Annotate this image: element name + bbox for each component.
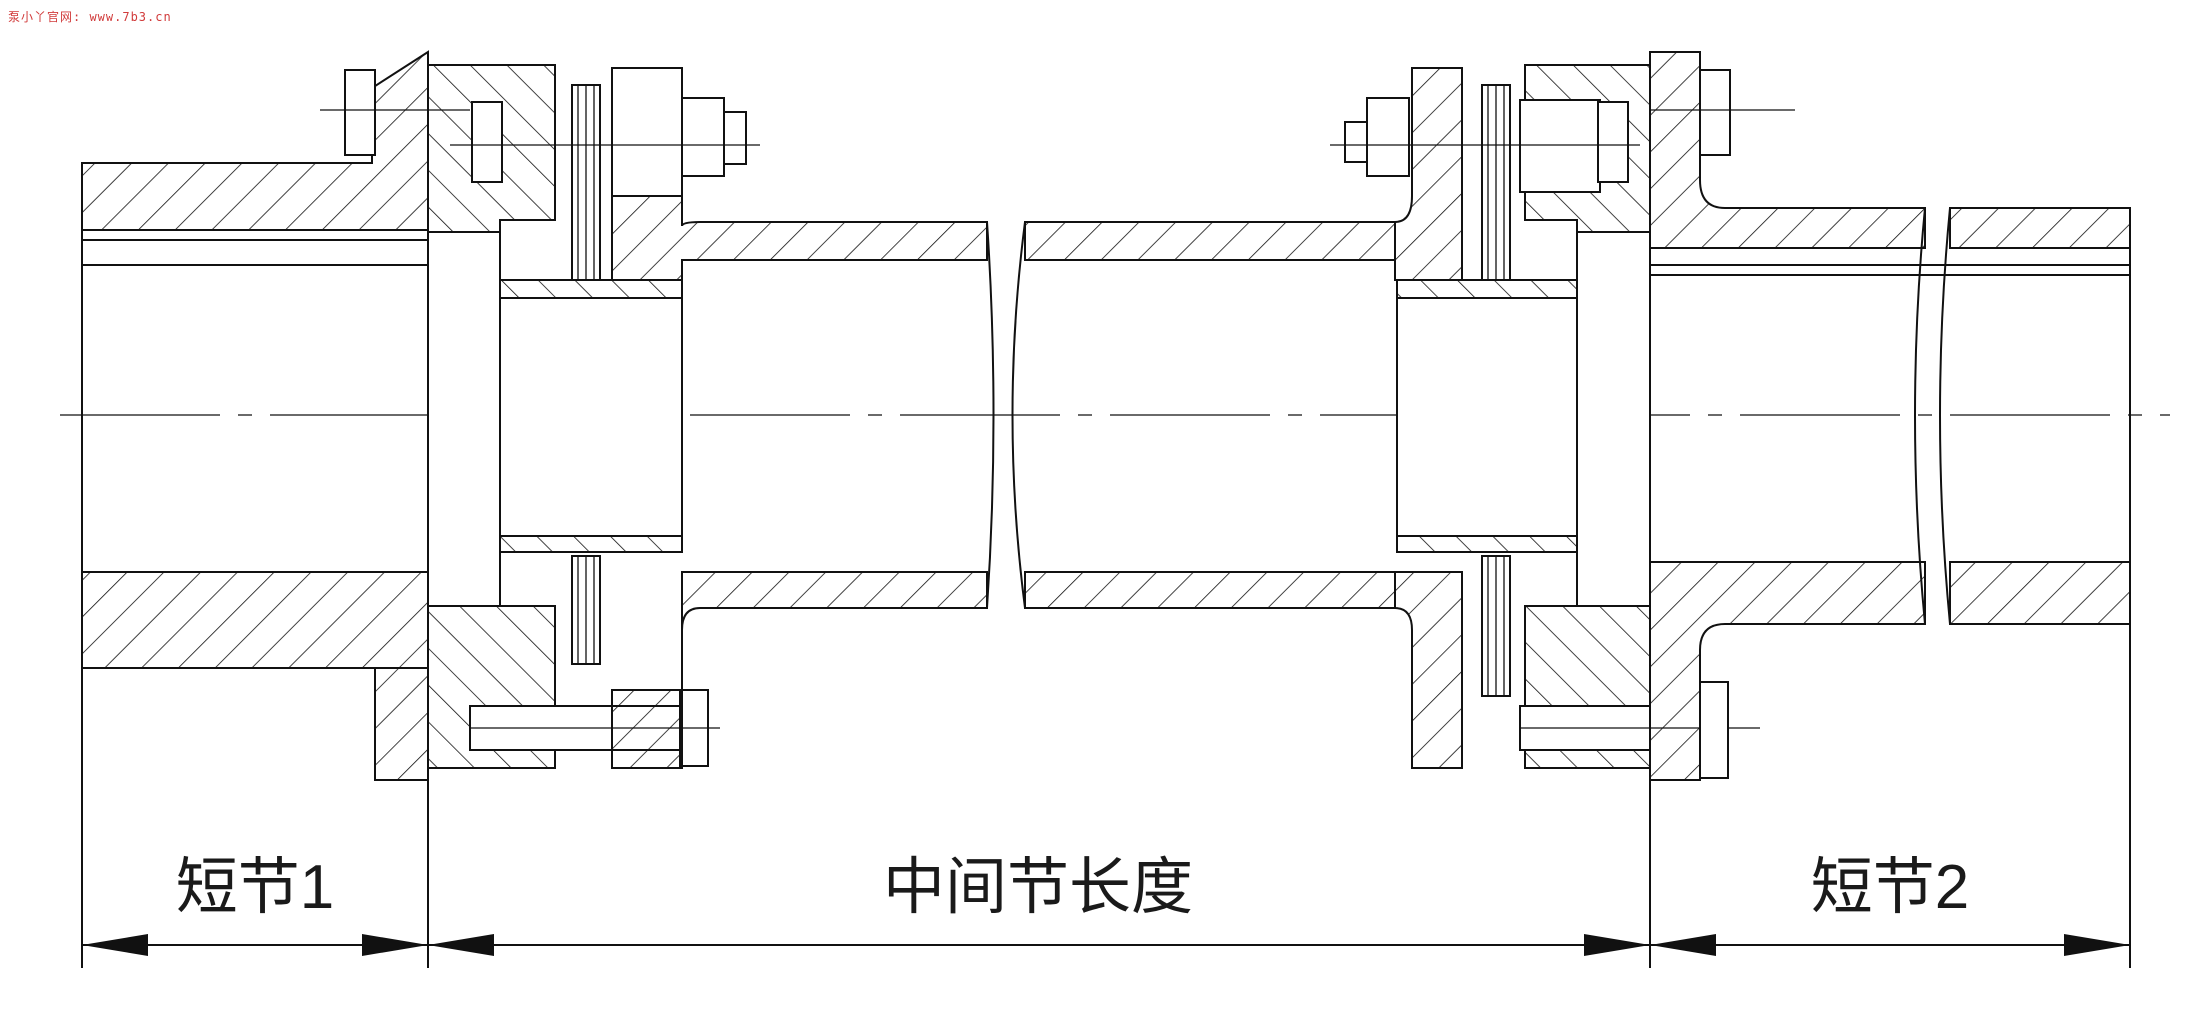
- arrow-2b: [1584, 934, 1650, 956]
- short-section-right: [1649, 51, 2131, 781]
- watermark-text: 泵小丫官网: www.7b3.cn: [8, 10, 172, 24]
- arrow-3b: [2064, 934, 2130, 956]
- dimension-lines: [81, 624, 2131, 968]
- dimension-label-short-section-1: 短节1: [176, 853, 334, 922]
- dimension-label-short-section-2: 短节2: [1811, 853, 1969, 922]
- flange-assembly-left: [427, 64, 988, 769]
- short-section-left: [81, 50, 470, 781]
- arrow-2a: [428, 934, 494, 956]
- flange-assembly-right: [1330, 64, 1760, 769]
- arrow-1b: [362, 934, 428, 956]
- middle-tube: [986, 221, 1396, 609]
- dimension-label-middle-section-length: 中间节长度: [883, 853, 1193, 922]
- arrow-1a: [82, 934, 148, 956]
- arrow-3a: [1650, 934, 1716, 956]
